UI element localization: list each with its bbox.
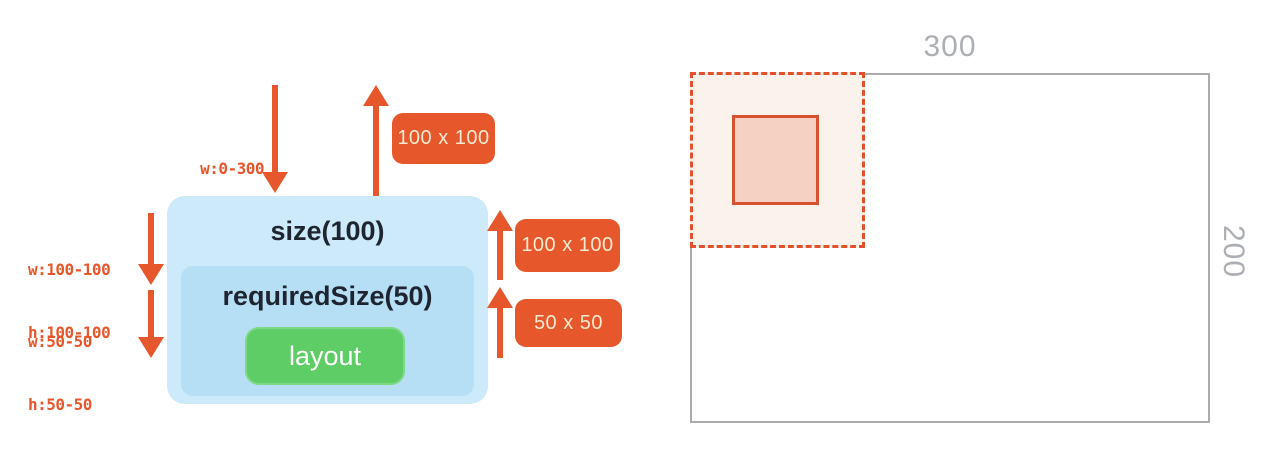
container-width-label: 300 xyxy=(923,30,977,63)
required-size-report-up-arrow-icon xyxy=(487,287,513,358)
required-size-modifier-box: requiredSize(50) layout xyxy=(181,266,474,396)
resolved-size-badge-top: 100 x 100 xyxy=(392,113,495,164)
size-constraints-height: h:100-100 xyxy=(28,323,111,342)
size-report-up-arrow-icon xyxy=(487,210,513,280)
required-constraints-down-arrow-icon xyxy=(138,290,164,358)
size-constraints-down-arrow-icon xyxy=(138,213,164,285)
required-size-square xyxy=(732,115,819,205)
resolved-size-badge-middle: 100 x 100 xyxy=(515,219,620,272)
container-height-label: 200 xyxy=(1217,225,1250,279)
incoming-constraints-down-arrow-icon xyxy=(262,85,288,193)
layout-node-label: layout xyxy=(288,340,362,371)
size-modifier-box: size(100) requiredSize(50) layout xyxy=(167,196,488,404)
required-constraints-height: h:50-50 xyxy=(28,395,92,414)
required-constraints-label: w:50-50 h:50-50 xyxy=(28,289,92,457)
layout-node: layout xyxy=(245,327,405,385)
resolved-size-badge-bottom: 50 x 50 xyxy=(515,299,622,347)
incoming-constraints-width: w:0-300 xyxy=(200,159,264,178)
required-size-modifier-label: requiredSize(50) xyxy=(222,281,433,311)
resolved-size-up-arrow-icon xyxy=(363,85,389,197)
size-modifier-label: size(100) xyxy=(270,215,385,246)
size-constraints-width: w:100-100 xyxy=(28,260,111,279)
required-constraints-width: w:50-50 xyxy=(28,332,92,351)
size-constraints-label: w:100-100 h:100-100 xyxy=(28,217,111,385)
